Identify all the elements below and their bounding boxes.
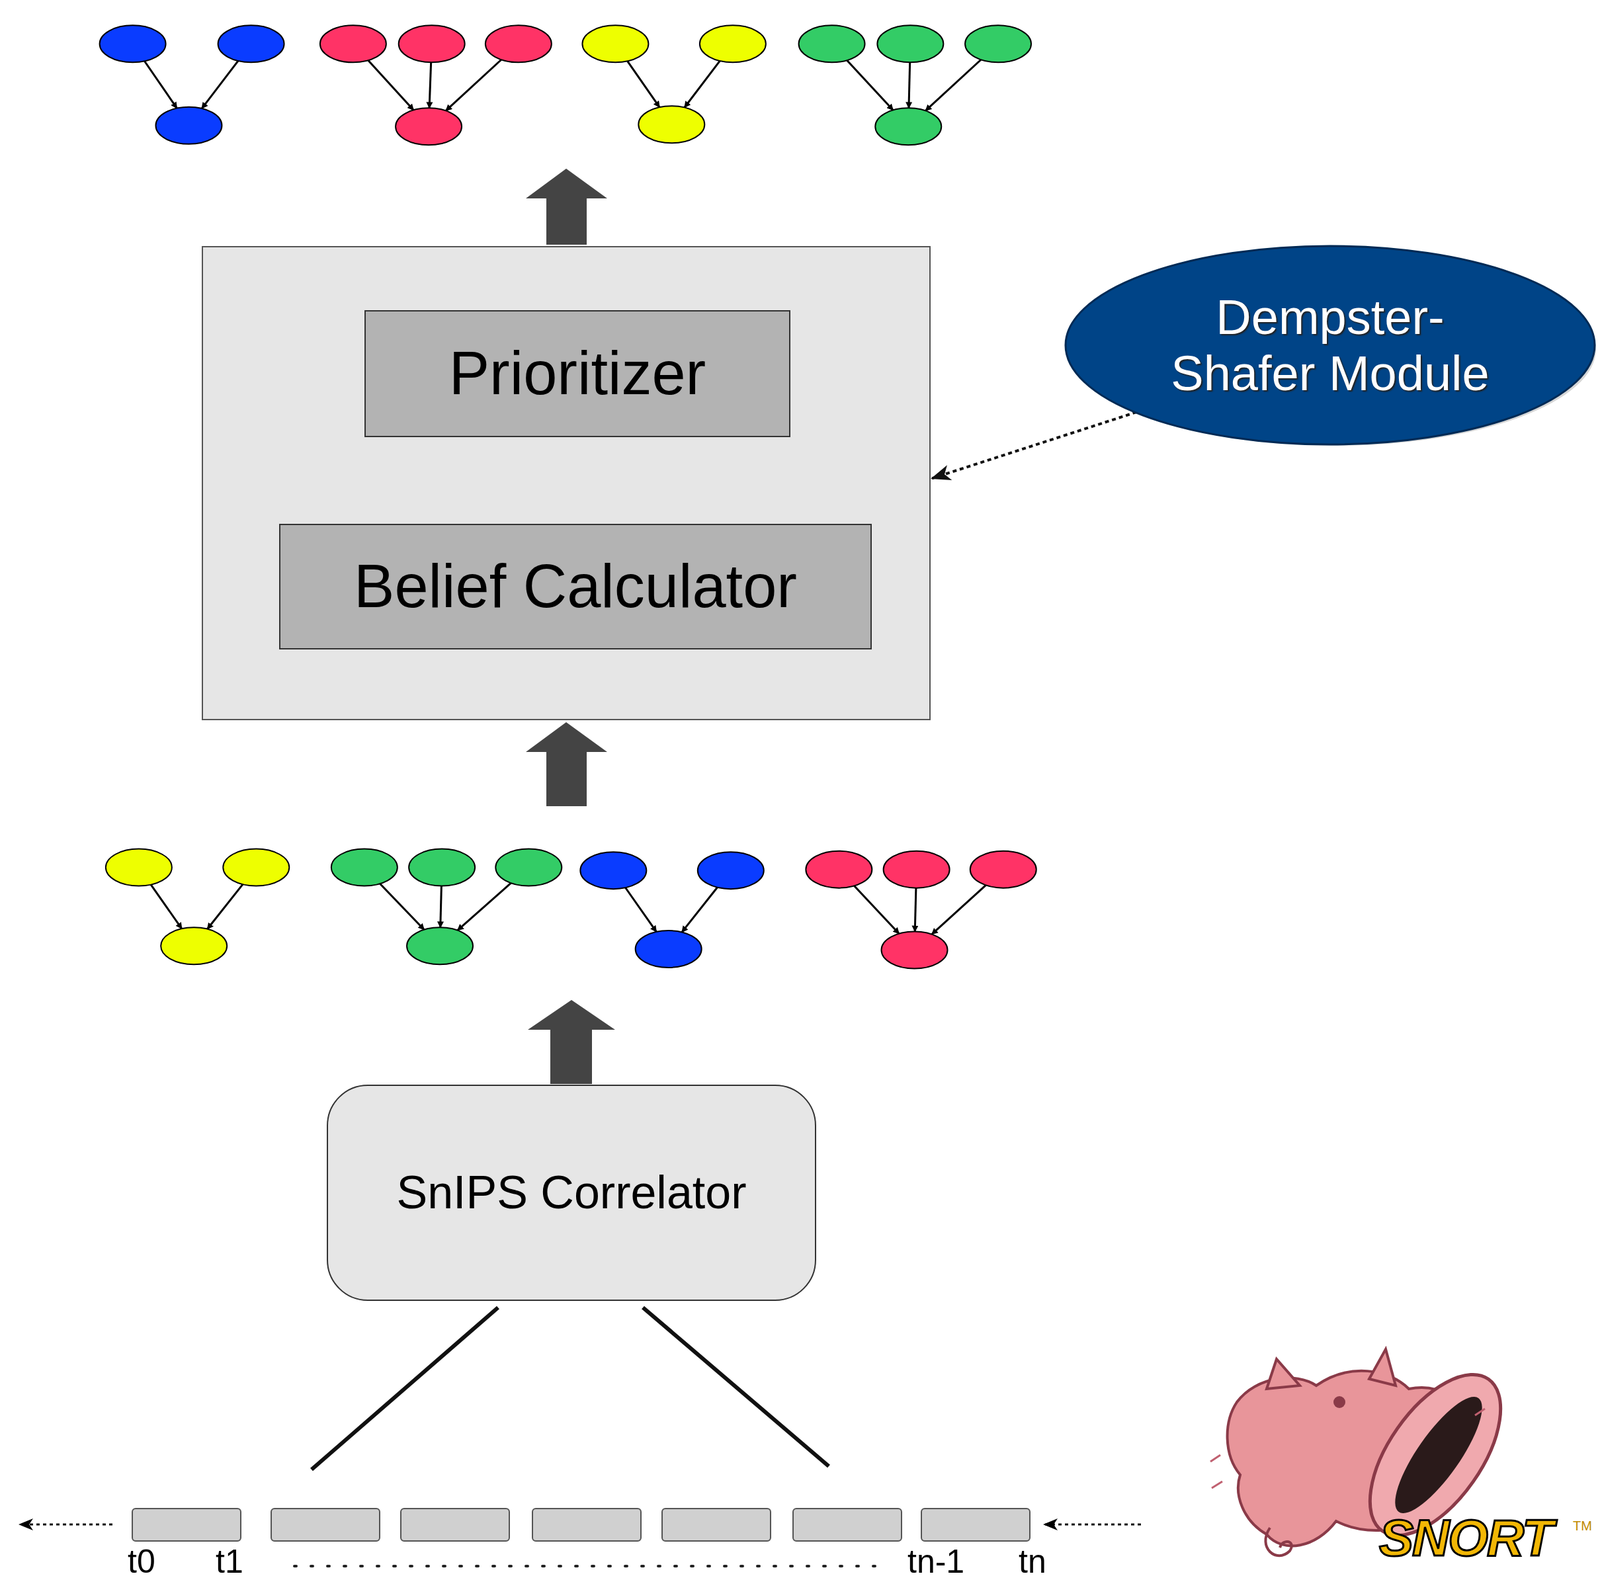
- alert-link: [440, 886, 442, 928]
- alert-node: [582, 25, 649, 63]
- trademark: TM: [1572, 1518, 1593, 1534]
- alert-link: [854, 885, 900, 934]
- alert-node: [320, 25, 387, 63]
- alert-link: [925, 59, 981, 111]
- alert-node: [218, 25, 285, 63]
- alert-link: [931, 884, 987, 934]
- node-text: SnIPS Correlator: [396, 1167, 747, 1219]
- alert-node: [881, 931, 948, 969]
- alert-node: [875, 107, 942, 145]
- alert-node: [805, 851, 872, 889]
- alert-link: [847, 60, 894, 110]
- alert-link: [445, 59, 502, 111]
- alert-slot: [662, 1508, 771, 1542]
- alert-node: [222, 849, 290, 887]
- alert-node: [395, 107, 462, 145]
- alert-slot: [793, 1508, 902, 1542]
- dashed-arrow: [931, 410, 1144, 479]
- alert-link: [684, 60, 720, 108]
- engine-panel: PrioritizerBelief Calculator: [201, 246, 931, 721]
- alert-node: [965, 25, 1032, 63]
- block-arrow: [525, 722, 608, 807]
- alert-node: [485, 25, 552, 63]
- alert-link: [457, 883, 512, 930]
- alert-slot: [400, 1508, 510, 1542]
- alert-slot: [532, 1508, 641, 1542]
- alert-node: [699, 25, 766, 63]
- alert-link: [908, 62, 911, 108]
- alert-node: [970, 851, 1037, 889]
- alert-link: [368, 60, 415, 110]
- correlator-box: SnIPS Correlator: [326, 1084, 817, 1302]
- logo-text: SNORT: [1379, 1508, 1553, 1569]
- alert-node: [638, 105, 705, 143]
- window-line: [311, 1307, 499, 1470]
- alert-slot: [271, 1508, 380, 1542]
- time-label: tn: [1018, 1542, 1047, 1580]
- alert-node: [799, 25, 866, 63]
- ellipse-outline: [1062, 243, 1598, 448]
- time-label: t0: [127, 1542, 156, 1580]
- alert-node: [398, 25, 465, 63]
- window-line: [642, 1307, 829, 1467]
- node-text: Belief Calculator: [353, 552, 798, 620]
- time-label: tn-1: [907, 1542, 965, 1580]
- module-ellipse: Dempster-Shafer Module: [1062, 243, 1598, 448]
- alert-node: [331, 849, 398, 887]
- alert-node: [495, 849, 562, 887]
- alert-link: [625, 887, 657, 932]
- alert-link: [429, 62, 432, 108]
- process-box: Prioritizer: [364, 310, 791, 438]
- alert-graphs: [99, 25, 1037, 969]
- timeline-dots: [294, 1564, 890, 1568]
- alert-slot: [921, 1508, 1030, 1542]
- alert-link: [380, 883, 425, 930]
- alert-node: [883, 851, 950, 889]
- alert-node: [580, 851, 647, 889]
- alert-link: [914, 888, 917, 932]
- alert-slot: [132, 1508, 241, 1542]
- alert-link: [207, 884, 243, 930]
- alert-node: [408, 849, 475, 887]
- alert-node: [635, 930, 702, 968]
- alert-node: [105, 849, 172, 887]
- time-label: t1: [215, 1542, 244, 1580]
- alert-link: [201, 60, 239, 109]
- node-text: Prioritizer: [449, 339, 706, 407]
- alert-node: [99, 25, 167, 63]
- alert-node: [406, 927, 473, 965]
- alert-link: [150, 884, 182, 930]
- block-arrow: [525, 168, 608, 245]
- alert-node: [877, 25, 944, 63]
- time-flow-arrow: [19, 1523, 113, 1526]
- block-arrow: [527, 1000, 616, 1085]
- process-box: Belief Calculator: [279, 523, 872, 650]
- node-text: Dempster-Shafer Module: [1164, 289, 1497, 402]
- time-flow-arrow: [1044, 1523, 1141, 1526]
- alert-node: [155, 107, 222, 145]
- alert-node: [160, 927, 227, 965]
- alert-link: [144, 60, 178, 108]
- alert-node: [697, 851, 764, 889]
- alert-timeline: [132, 1508, 1030, 1542]
- alert-link: [627, 60, 661, 108]
- alert-link: [681, 887, 718, 933]
